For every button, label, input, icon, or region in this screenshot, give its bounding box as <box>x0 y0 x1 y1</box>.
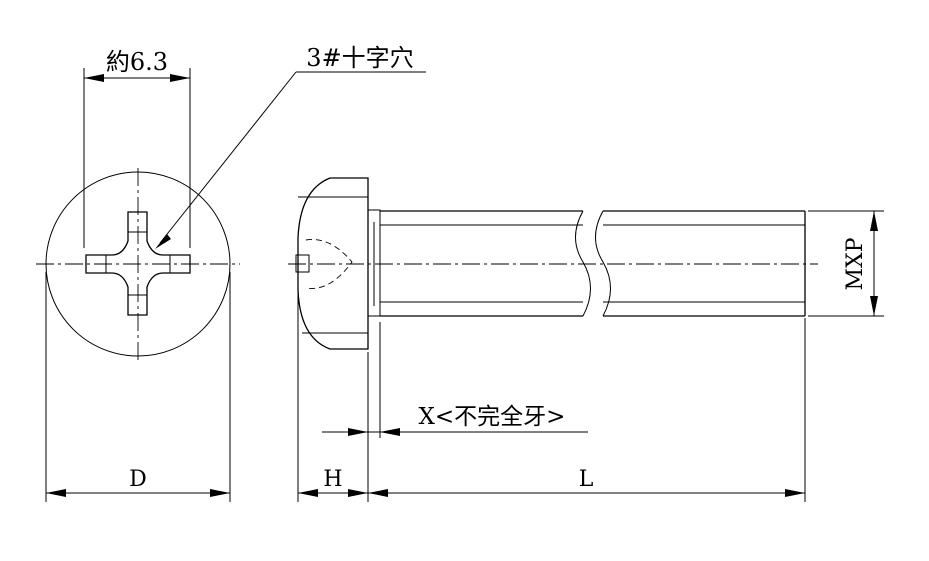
thread-spec-label: MXP <box>843 237 868 290</box>
arrow-head-left <box>46 489 66 497</box>
arrow-head-left <box>84 74 104 82</box>
length-label: L <box>579 467 594 492</box>
leader-cross-recess: 3#十字穴 <box>155 44 426 249</box>
head-diameter-label: D <box>129 467 147 492</box>
head-height-label: H <box>323 467 342 492</box>
leader-line <box>159 71 297 244</box>
arrow-head-right <box>210 489 230 497</box>
leader-arrow-head <box>155 234 171 249</box>
arrow-head-bottom <box>870 296 878 316</box>
dimension-thread: MXP <box>808 210 884 317</box>
arrow-head-right <box>380 428 400 436</box>
dimension-head-diameter: D <box>45 272 231 502</box>
break-line-right <box>595 210 611 317</box>
recess-notch <box>295 254 310 273</box>
arrow-head-right <box>170 74 190 82</box>
head-top-view <box>36 168 240 360</box>
dimension-recess-width: 約6.3 <box>83 48 191 248</box>
cross-recess-outline <box>85 211 191 316</box>
recess-hidden-line <box>305 239 353 289</box>
arrow-head-left <box>368 489 388 497</box>
neck-outline <box>368 209 381 317</box>
dimension-incomplete-thread: X<不完全牙> <box>322 322 588 502</box>
dimension-head-height: H <box>297 290 368 502</box>
screw-side-view <box>288 177 818 350</box>
break-line-left <box>575 210 591 317</box>
arrow-head-left <box>348 428 368 436</box>
recess-width-label: 約6.3 <box>106 48 168 76</box>
arrow-head-top <box>870 211 878 231</box>
cross-recess-label: 3#十字穴 <box>306 44 413 72</box>
arrow-head-left <box>298 489 318 497</box>
dimension-length: L <box>368 318 806 502</box>
incomplete-thread-label: X<不完全牙> <box>419 404 566 430</box>
arrow-head-right <box>785 489 805 497</box>
arrow-head-right <box>348 489 368 497</box>
